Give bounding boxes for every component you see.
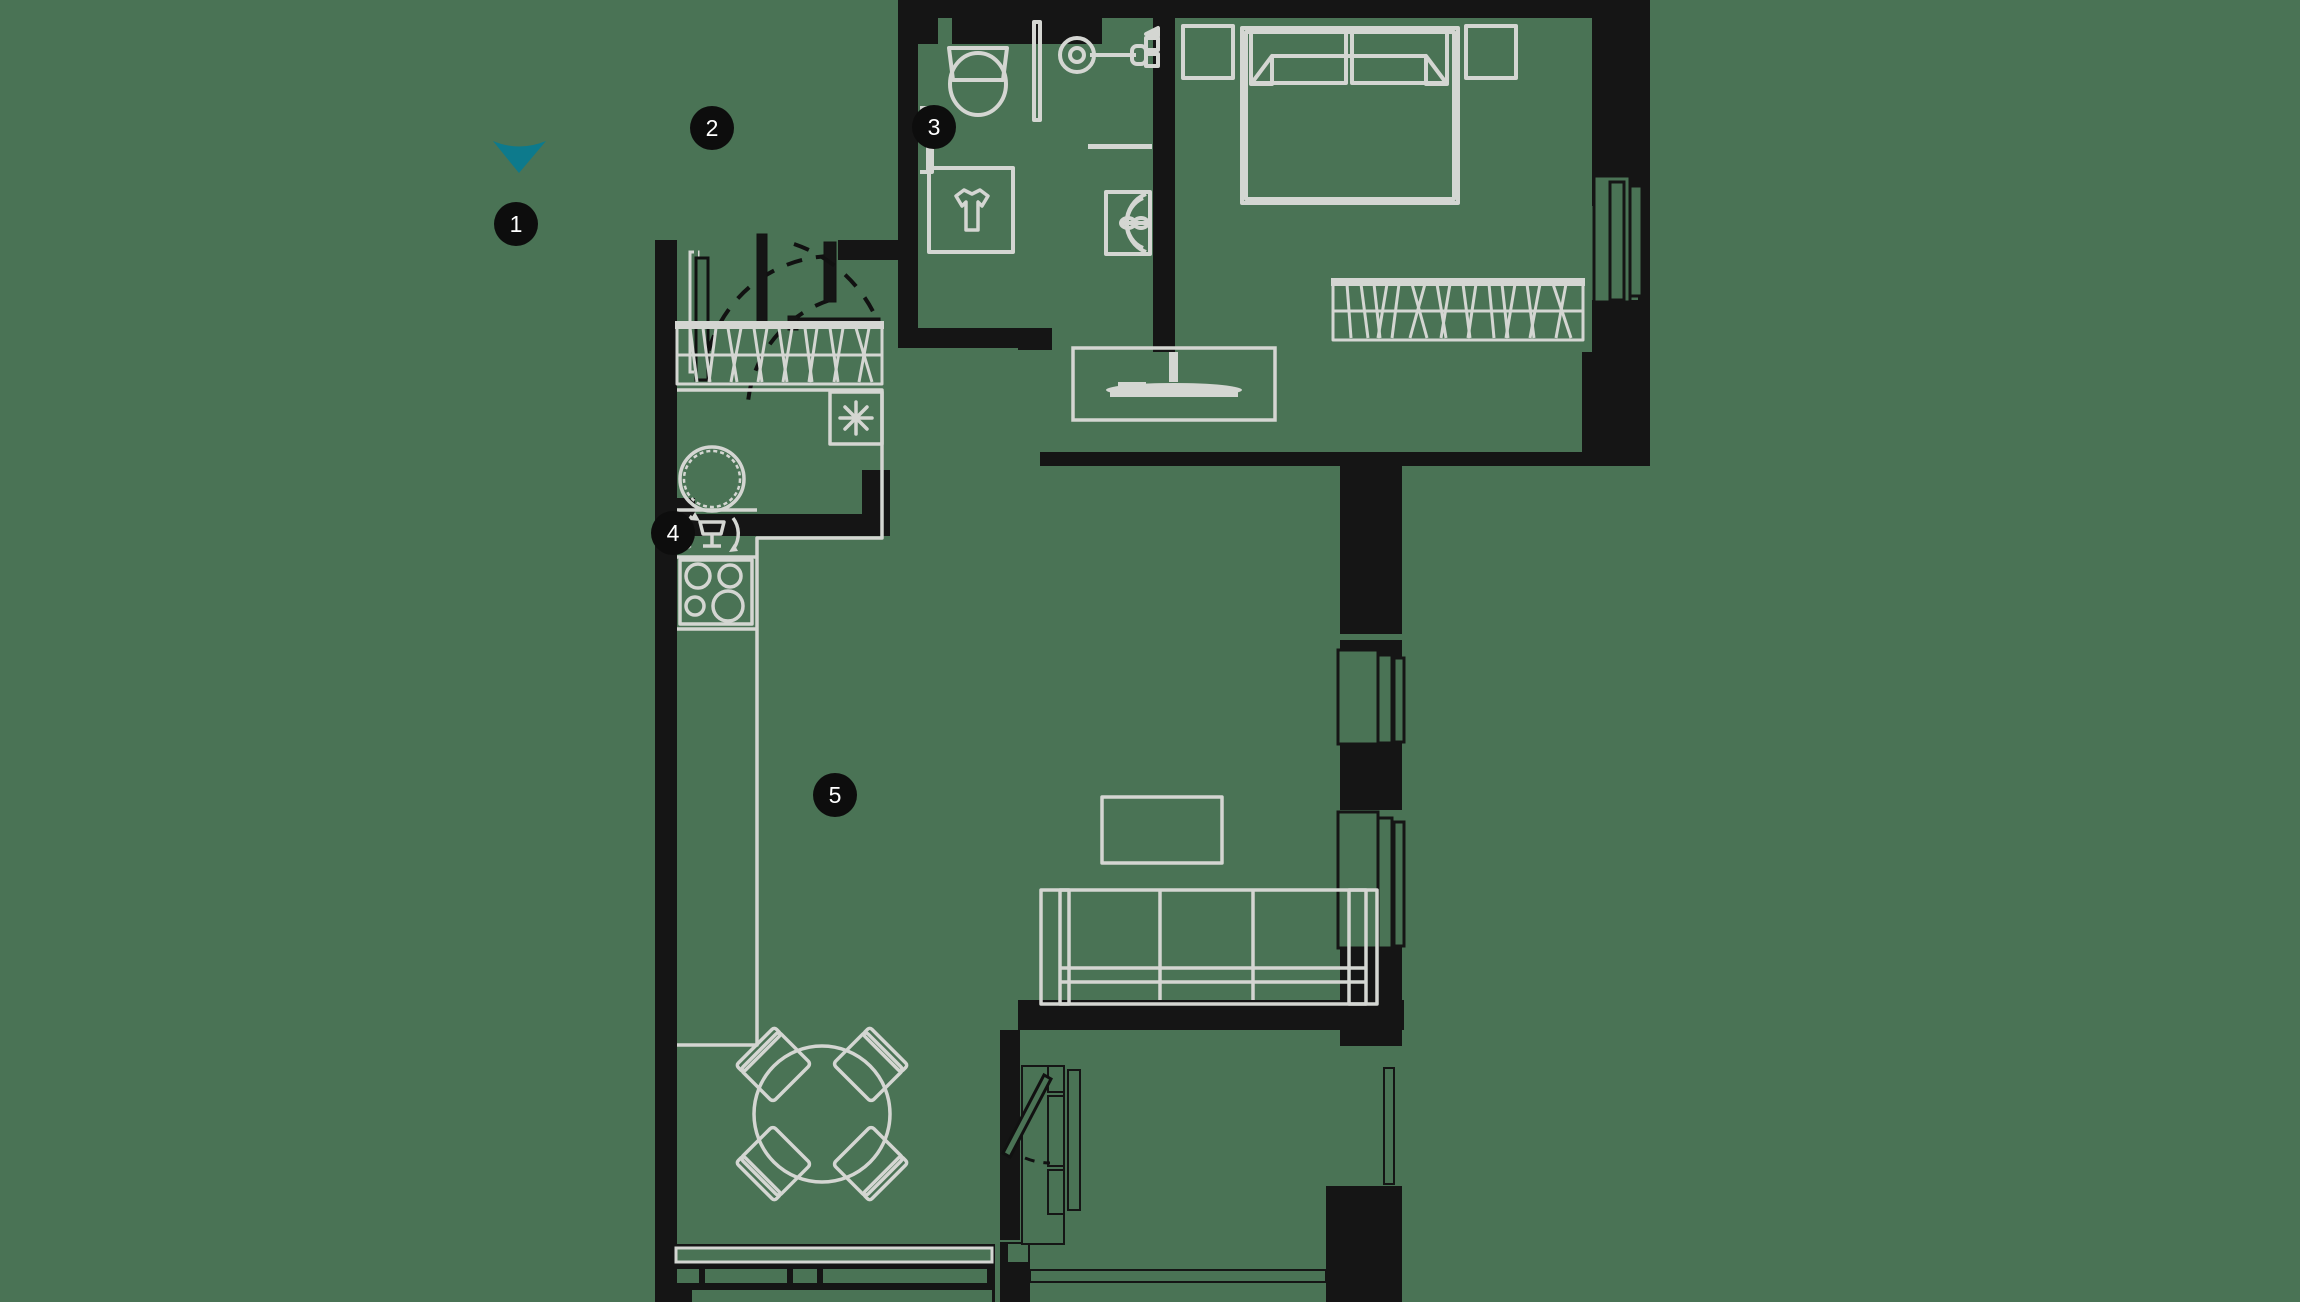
room-marker-4[interactable]: 4 xyxy=(651,511,695,555)
hall-wardrobe xyxy=(675,321,884,386)
windows xyxy=(674,174,1644,1302)
table-lamp xyxy=(1106,352,1242,397)
toilet xyxy=(947,46,1009,117)
living-window-bottom xyxy=(674,1246,994,1302)
living-window-right-upper xyxy=(1336,648,1406,746)
dining-set xyxy=(735,1026,909,1202)
double-bed xyxy=(1240,26,1460,205)
shower-head xyxy=(1058,26,1160,74)
room-marker-5-label: 5 xyxy=(828,781,842,808)
towel-rail xyxy=(1088,144,1152,149)
nightstand-right xyxy=(1464,24,1518,80)
bedroom-wardrobe xyxy=(1331,278,1585,342)
entrance-direction-arrow xyxy=(493,141,546,173)
living-furniture xyxy=(1039,795,1379,1006)
washing-machine xyxy=(927,166,1015,254)
kitchen-counter xyxy=(677,388,884,1047)
dining-chair-bottom-left xyxy=(735,1125,812,1202)
balcony-door xyxy=(1000,1072,1054,1165)
room-marker-3-label: 3 xyxy=(927,113,941,140)
dining-chair-bottom-right xyxy=(832,1125,909,1202)
room-marker-3[interactable]: 3 xyxy=(912,105,956,149)
balcony-glass-right xyxy=(1383,1067,1395,1185)
room-marker-5[interactable]: 5 xyxy=(813,773,857,817)
sofa xyxy=(1039,888,1379,1006)
bedroom-window xyxy=(1592,174,1644,304)
bedroom-furniture xyxy=(1181,24,1585,342)
room-marker-4-label: 4 xyxy=(666,519,680,546)
living-window-right-lower xyxy=(1336,810,1406,950)
balcony-glass-left xyxy=(1021,1065,1081,1245)
wash-basin xyxy=(1104,190,1152,256)
kitchen-sink xyxy=(677,445,757,513)
room-marker-2-label: 2 xyxy=(705,114,719,141)
nightstand-left xyxy=(1181,24,1235,80)
coffee-table xyxy=(1100,795,1224,865)
bathroom-fixtures xyxy=(920,20,1160,256)
refrigerator xyxy=(828,390,884,446)
tshirt-icon xyxy=(954,188,990,232)
dining-chair-top-right xyxy=(832,1026,909,1103)
room-marker-1-label: 1 xyxy=(509,210,523,237)
dining-table xyxy=(752,1044,892,1184)
cooktop xyxy=(677,558,757,631)
console-desk xyxy=(1071,346,1277,422)
shower-screen xyxy=(1032,20,1042,122)
snowflake-icon xyxy=(838,400,874,436)
dining-chair-top-left xyxy=(735,1026,812,1103)
balcony-railing xyxy=(1008,1244,1327,1302)
room-marker-1[interactable]: 1 xyxy=(494,202,538,246)
kitchen xyxy=(675,321,884,1047)
room-marker-2[interactable]: 2 xyxy=(690,106,734,150)
